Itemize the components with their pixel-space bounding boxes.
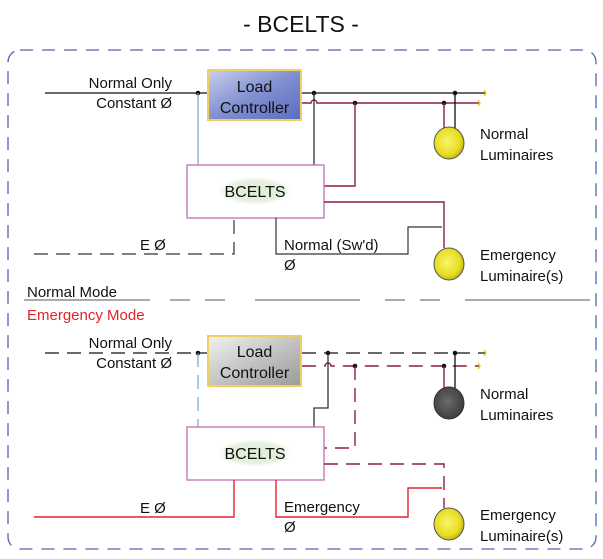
- e-normal-luminaires-label-2: Luminaires: [480, 407, 553, 424]
- load-controller-label-1: Load: [237, 79, 273, 96]
- e-source-label-line1: Normal Only: [89, 335, 173, 352]
- e-normal-luminaires-label-1: Normal: [480, 386, 528, 403]
- emergency-luminaire-label-1: Emergency: [480, 247, 556, 264]
- e-load-controller-label-2: Controller: [220, 365, 290, 382]
- bcelts-label: BCELTS: [224, 184, 285, 201]
- normal-luminaire-lamp-off: [433, 386, 465, 420]
- normal-luminaires-label-1: Normal: [480, 126, 528, 143]
- e-emergency-luminaire-lamp-on: [433, 507, 465, 541]
- e-load-controller-box: [207, 335, 302, 387]
- outer-frame: [7, 49, 597, 550]
- switched-phase-label-1: Normal (Sw'd): [284, 237, 379, 254]
- emergency-phase-label-1: Emergency: [284, 499, 360, 516]
- normal-mode-section: Normal Only Constant Ø Load Controller N…: [34, 69, 563, 285]
- emergency-mode-section: Normal Only Constant Ø Load Controller N…: [34, 335, 563, 545]
- switched-phase-label-2: Ø: [284, 257, 296, 274]
- emergency-phase-label-2: Ø: [284, 519, 296, 536]
- source-label-line1: Normal Only: [89, 75, 173, 92]
- diagram-title: - BCELTS -: [243, 11, 359, 37]
- emergency-luminaire-label-2: Luminaire(s): [480, 268, 563, 285]
- e-phase-label: E Ø: [140, 237, 166, 254]
- normal-luminaires-label-2: Luminaires: [480, 147, 553, 164]
- normal-mode-label: Normal Mode: [27, 284, 117, 301]
- load-controller-box: [207, 69, 302, 121]
- e-emergency-luminaire-label-2: Luminaire(s): [480, 528, 563, 545]
- source-label-line2: Constant Ø: [96, 95, 172, 112]
- e-emergency-luminaire-label-1: Emergency: [480, 507, 556, 524]
- switched-output-line: [302, 99, 480, 104]
- e-bcelts-label: BCELTS: [224, 446, 285, 463]
- normal-luminaire-lamp-on: [433, 126, 465, 160]
- load-controller-label-2: Controller: [220, 100, 290, 117]
- emergency-luminaire-lamp-on: [433, 247, 465, 281]
- e-e-phase-label: E Ø: [140, 500, 166, 517]
- e-load-controller-label-1: Load: [237, 344, 273, 361]
- e-source-label-line2: Constant Ø: [96, 355, 172, 372]
- emergency-mode-label: Emergency Mode: [27, 307, 145, 324]
